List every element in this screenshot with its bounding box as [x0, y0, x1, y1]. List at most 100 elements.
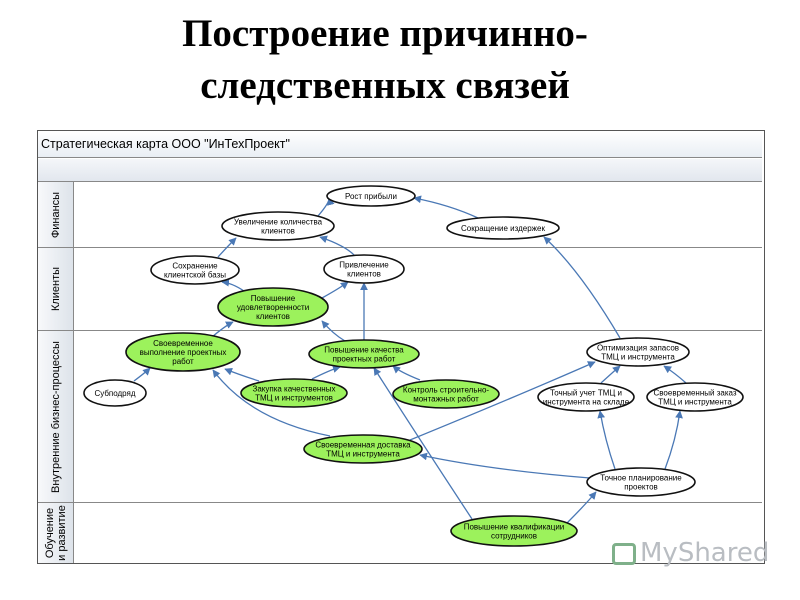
lane-clients	[74, 248, 762, 331]
node-label: ТМЦ и инструмента	[601, 353, 675, 362]
node-label: ТМЦ и инструмента	[326, 450, 400, 459]
arrow-timely-order-to-stock-opt	[663, 365, 687, 384]
arrow-satisfaction-to-attract	[321, 281, 349, 299]
node-label: Повышение квалификации	[464, 523, 565, 532]
node-profit: Рост прибыли	[326, 185, 416, 207]
node-label: проектных работ	[333, 355, 396, 364]
node-label: Привлечение	[339, 261, 389, 270]
arrow-planning-to-accounting	[597, 410, 616, 470]
node-label: удовлетворенности	[237, 303, 309, 312]
node-label: монтажных работ	[413, 395, 479, 404]
arrow-more-clients-to-profit	[317, 197, 335, 217]
lane-finance	[74, 182, 762, 248]
node-label: сотрудников	[491, 532, 537, 541]
arrow-timely-work-to-satisfaction	[211, 321, 234, 338]
node-label: Своевременная доставка	[315, 441, 411, 450]
arrow-delivery-to-timely-work	[212, 369, 331, 437]
arrow-cost-cut-to-profit	[413, 195, 479, 219]
lane-processes	[74, 331, 762, 503]
node-shape	[446, 216, 560, 240]
node-shape	[150, 255, 240, 285]
node-shape	[392, 379, 500, 409]
arrow-subcontract-to-timely-work	[133, 367, 151, 382]
node-shape	[586, 337, 690, 367]
node-label: проектов	[624, 483, 658, 492]
lane-label-finance: Финансы	[38, 182, 74, 248]
arrow-satisfaction-to-retain	[221, 278, 245, 292]
node-shape	[125, 332, 241, 372]
node-label: клиентов	[256, 312, 290, 321]
arrow-training-to-planning	[566, 491, 597, 524]
node-label: выполнение проектных	[140, 348, 227, 357]
arrow-attract-to-more-clients	[319, 235, 356, 257]
node-label: Повышение качества	[324, 346, 404, 355]
arrow-planning-to-timely-order	[664, 410, 683, 470]
slide-title-line-1: Построение причинно-	[182, 12, 588, 55]
arrow-purchase-to-quality	[311, 365, 341, 380]
node-label: Субподряд	[94, 389, 135, 398]
arrow-purchase-to-timely-work	[224, 367, 260, 382]
node-shape	[646, 382, 744, 412]
arrow-stock-opt-to-cost-cut	[543, 236, 621, 339]
node-shape	[221, 211, 335, 241]
node-label: Своевременный заказ	[653, 389, 736, 398]
node-shape	[323, 254, 405, 284]
node-label: Закупка качественных	[253, 385, 336, 394]
lane-label-learning: Обучение и развитие	[38, 503, 74, 563]
node-shape	[217, 287, 329, 327]
arrow-planning-to-delivery	[419, 452, 591, 479]
arrow-quality-to-satisfaction	[321, 320, 346, 342]
node-control: Контроль строительно-монтажных работ	[392, 379, 500, 409]
node-shape	[586, 467, 696, 497]
slide-title-line-2: следственных связей	[200, 64, 570, 107]
map-subheader	[38, 159, 762, 182]
node-shape	[537, 382, 635, 412]
node-label: Повышение	[251, 294, 296, 303]
lane-label-clients: Клиенты	[38, 248, 74, 331]
node-shape	[326, 185, 416, 207]
node-label: Точное планирование	[600, 474, 682, 483]
arrow-accounting-to-stock-opt	[600, 365, 621, 384]
arrow-delivery-to-stock-opt	[409, 361, 596, 441]
node-shape	[303, 434, 423, 464]
node-label: клиентов	[261, 227, 295, 236]
node-subcontract: Субподряд	[83, 379, 147, 407]
node-label: Оптимизация запасов	[597, 344, 679, 353]
map-header: Стратегическая карта ООО "ИнТехПроект"	[38, 131, 762, 158]
node-label: клиентов	[347, 270, 381, 279]
node-label: Сокращение издержек	[461, 224, 545, 233]
node-shape	[308, 339, 420, 369]
node-label: Сохранение	[172, 262, 218, 271]
lane-label-processes: Внутренние бизнес-процессы	[38, 331, 74, 503]
node-cost-cut: Сокращение издержек	[446, 216, 560, 240]
node-label: Увеличение количества	[234, 218, 323, 227]
node-label: ТМЦ и инструмента	[658, 398, 732, 407]
node-shape	[83, 379, 147, 407]
node-label: Рост прибыли	[345, 192, 397, 201]
watermark-logo-icon	[612, 542, 636, 565]
node-shape	[240, 378, 348, 408]
node-label: инструмента на складе	[543, 398, 630, 407]
watermark-text: MyShared	[640, 538, 770, 568]
node-label: ТМЦ и инструментов	[255, 394, 333, 403]
arrow-training-to-quality	[373, 367, 473, 520]
node-label: Контроль строительно-	[403, 386, 489, 395]
node-label: клиентской базы	[164, 271, 226, 280]
node-label: Своевременное	[153, 339, 213, 348]
node-shape	[450, 515, 578, 547]
node-label: работ	[172, 357, 194, 366]
node-label: Точный учет ТМЦ и	[550, 389, 622, 398]
slide-title: Построение причинно- следственных связей	[0, 8, 770, 112]
